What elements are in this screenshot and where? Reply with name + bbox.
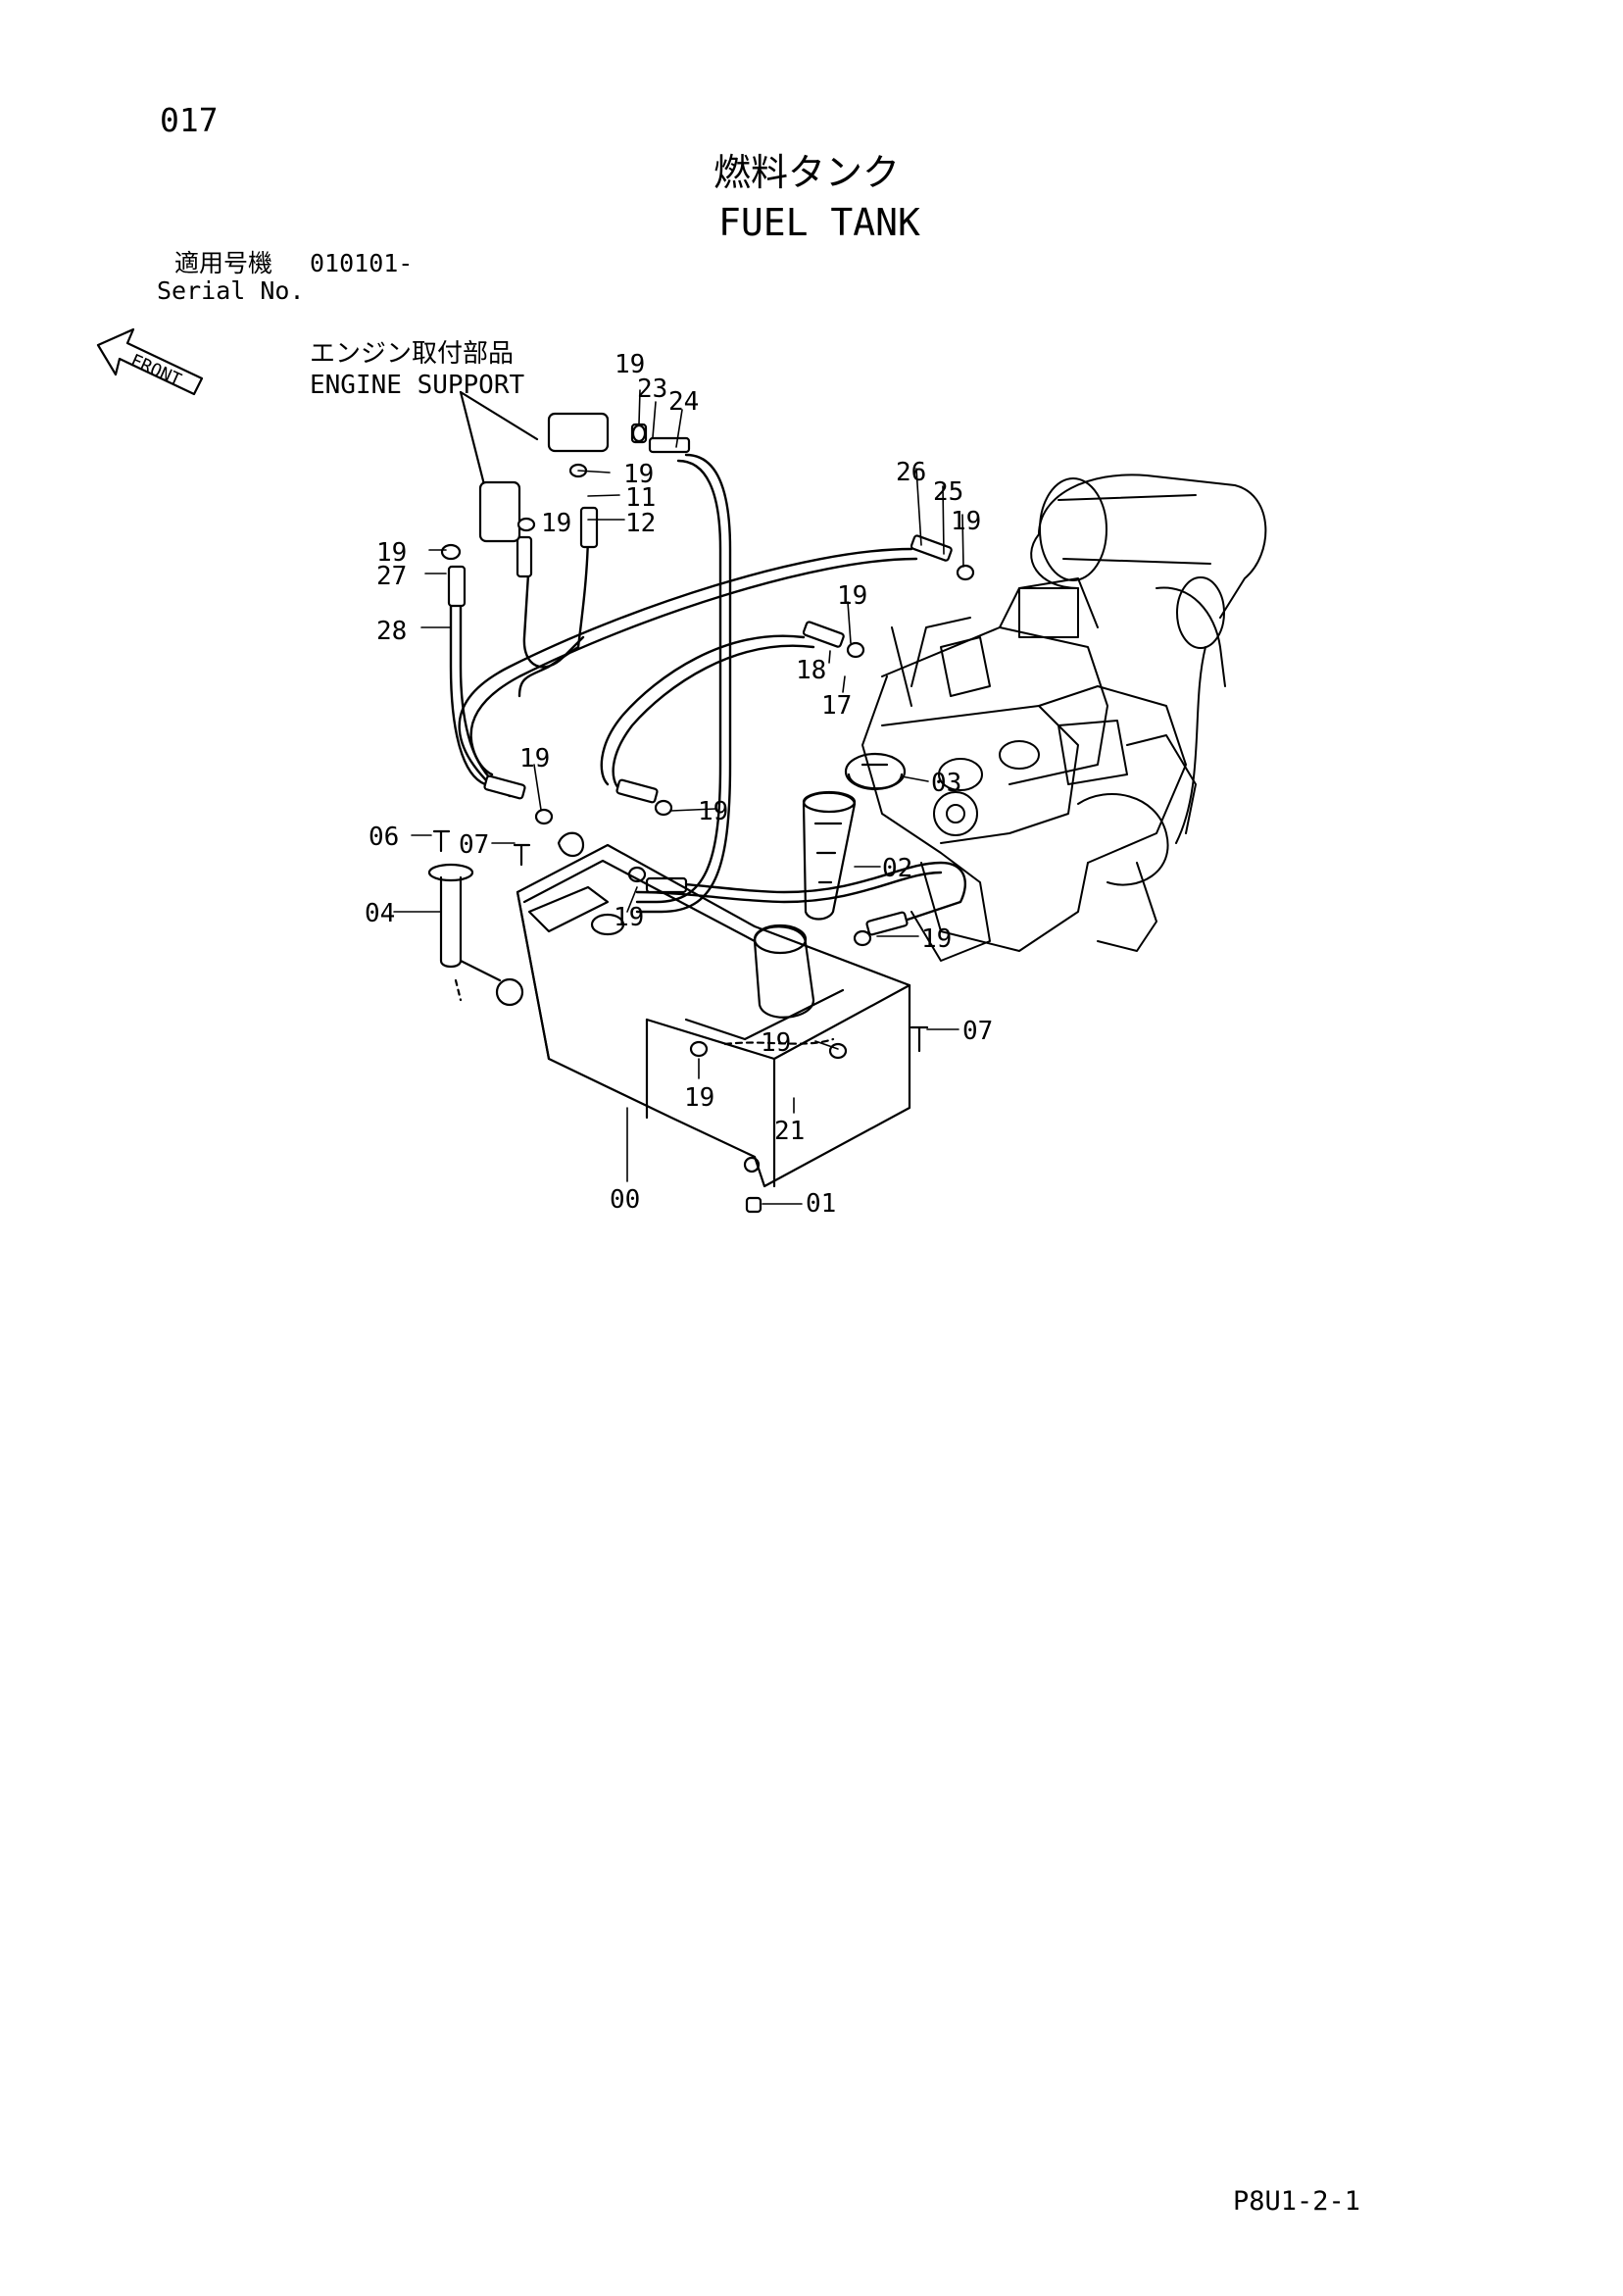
serial-range: 010101- — [310, 249, 414, 277]
part-label: 07 — [459, 830, 489, 860]
part-label: 23 — [637, 374, 667, 404]
engine-support-note-japanese: エンジン取付部品 — [310, 339, 515, 369]
serial-label-japanese: 適用号機 — [174, 249, 273, 277]
page-title-japanese: 燃料タンク — [713, 151, 901, 194]
part-label: 04 — [365, 899, 395, 928]
fuel-tank — [516, 843, 911, 1188]
part-label: 19 — [761, 1028, 791, 1058]
page-code: P8U1-2-1 — [1233, 2186, 1361, 2217]
serial-label: Serial No. — [157, 276, 305, 305]
part-label: 07 — [962, 1017, 993, 1046]
part-label: 02 — [882, 854, 912, 883]
leader-lines — [393, 389, 964, 1205]
part-label: 24 — [668, 387, 699, 417]
filler-neck — [753, 923, 815, 1019]
part-label: 19 — [376, 538, 407, 568]
part-label: 19 — [684, 1083, 714, 1113]
fuel-hoses — [449, 453, 967, 923]
engine-support-note: ENGINE SUPPORT — [310, 371, 525, 400]
part-label: 00 — [610, 1185, 640, 1215]
page-number: 017 — [160, 101, 219, 139]
part-label: 19 — [623, 460, 654, 489]
fuel-level-sender — [427, 863, 524, 1007]
part-label: 25 — [933, 477, 963, 507]
part-label: 18 — [796, 656, 826, 685]
part-labels: 19 23 24 19 11 19 12 19 27 28 26 25 19 1… — [365, 350, 993, 1219]
hose-fittings — [440, 412, 975, 1060]
strainer — [802, 790, 857, 921]
part-label: 26 — [896, 458, 926, 487]
bolts — [432, 829, 929, 1214]
part-label: 19 — [614, 903, 644, 932]
engine-illustration — [861, 474, 1267, 962]
part-label: 03 — [931, 769, 961, 798]
part-label: 19 — [837, 581, 867, 611]
fuel-cap — [844, 752, 907, 791]
part-label: 19 — [951, 507, 981, 536]
part-label: 27 — [376, 562, 407, 591]
part-label: 19 — [698, 797, 728, 826]
page-title: FUEL TANK — [718, 201, 920, 244]
part-label: 06 — [369, 823, 399, 852]
part-label: 21 — [774, 1117, 805, 1146]
part-label: 11 — [625, 483, 656, 513]
front-arrow-icon: FRONT — [96, 327, 204, 396]
part-label: 19 — [615, 350, 645, 379]
part-label: 19 — [519, 744, 550, 774]
part-label: 28 — [376, 617, 407, 646]
part-label: 01 — [806, 1189, 836, 1219]
part-label: 12 — [625, 509, 656, 538]
part-label: 19 — [541, 509, 571, 538]
part-label: 19 — [921, 924, 952, 954]
part-label: 17 — [821, 691, 852, 721]
